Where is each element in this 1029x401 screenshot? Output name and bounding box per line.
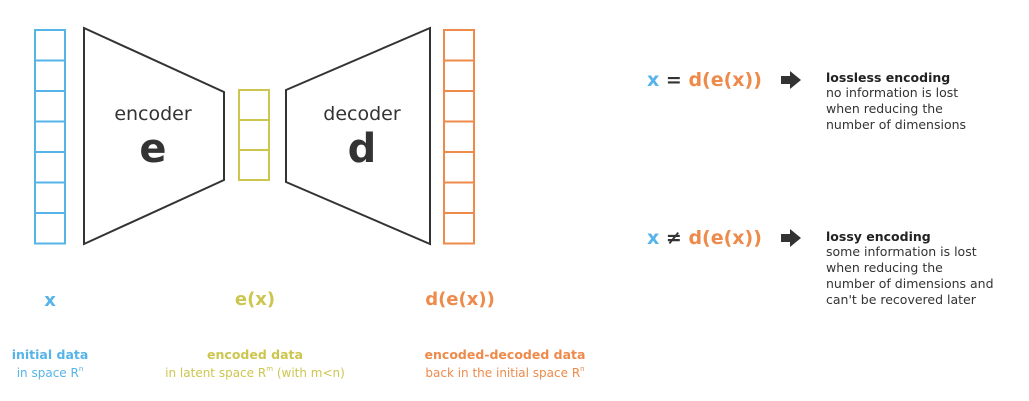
input-cell bbox=[34, 59, 66, 92]
lossless-line: number of dimensions bbox=[826, 117, 967, 132]
input-cell bbox=[34, 181, 66, 214]
input-cell bbox=[34, 29, 66, 62]
equation-operator: ≠ bbox=[665, 227, 682, 249]
label-ex: e(x) bbox=[234, 289, 276, 310]
lossy-note: lossy encoding some information is lost … bbox=[826, 229, 994, 308]
lossy-equation: x ≠ d(e(x)) bbox=[647, 227, 762, 249]
latent-cell bbox=[238, 89, 270, 121]
right-arrow-icon bbox=[781, 71, 801, 89]
caption-latent-title: encoded data bbox=[207, 347, 303, 362]
latent-cell bbox=[238, 149, 270, 181]
caption-output-sub: back in the initial space Rn bbox=[425, 365, 585, 380]
right-arrow-icon bbox=[781, 229, 801, 247]
decoder-symbol: d bbox=[347, 126, 377, 172]
decoder-label: decoder bbox=[323, 103, 401, 125]
caption-output-title: encoded-decoded data bbox=[424, 347, 586, 362]
output-cell bbox=[443, 181, 475, 214]
lossy-line: can't be recovered later bbox=[826, 292, 976, 307]
lossless-line: when reducing the bbox=[826, 101, 943, 116]
lossy-line: some information is lost bbox=[826, 244, 977, 259]
encoder-symbol: e bbox=[139, 126, 167, 172]
encoder-label: encoder bbox=[114, 103, 192, 125]
latent-cell bbox=[238, 119, 270, 151]
input-vector bbox=[34, 29, 66, 245]
decoder-trapezoid bbox=[285, 26, 431, 246]
lossy-line: number of dimensions and bbox=[826, 276, 994, 291]
input-cell bbox=[34, 151, 66, 184]
equation-operator: = bbox=[665, 69, 682, 91]
lossy-title: lossy encoding bbox=[826, 229, 931, 244]
output-cell bbox=[443, 212, 475, 245]
lossless-line: no information is lost bbox=[826, 85, 959, 100]
caption-latent-sub: in latent space Rm (with m<n) bbox=[165, 365, 345, 380]
input-cell bbox=[34, 90, 66, 123]
caption-input-sub: in space Rn bbox=[16, 365, 84, 380]
caption-input-title: initial data bbox=[11, 347, 89, 362]
equation-lhs: x bbox=[647, 227, 660, 249]
input-cell bbox=[34, 120, 66, 153]
output-cell bbox=[443, 151, 475, 184]
latent-vector bbox=[238, 89, 270, 181]
output-vector bbox=[443, 29, 475, 245]
equation-lhs: x bbox=[647, 69, 660, 91]
encoder-trapezoid bbox=[83, 26, 225, 246]
label-dex: d(e(x)) bbox=[425, 289, 495, 310]
lossless-note: lossless encoding no information is lost… bbox=[826, 70, 966, 133]
equation-rhs: d(e(x)) bbox=[688, 227, 762, 249]
output-cell bbox=[443, 29, 475, 62]
label-x: x bbox=[44, 290, 56, 311]
output-cell bbox=[443, 90, 475, 123]
equation-rhs: d(e(x)) bbox=[688, 69, 762, 91]
output-cell bbox=[443, 120, 475, 153]
output-cell bbox=[443, 59, 475, 92]
lossless-equation: x = d(e(x)) bbox=[647, 69, 762, 91]
input-cell bbox=[34, 212, 66, 245]
lossless-title: lossless encoding bbox=[826, 70, 951, 85]
lossy-line: when reducing the bbox=[826, 260, 943, 275]
